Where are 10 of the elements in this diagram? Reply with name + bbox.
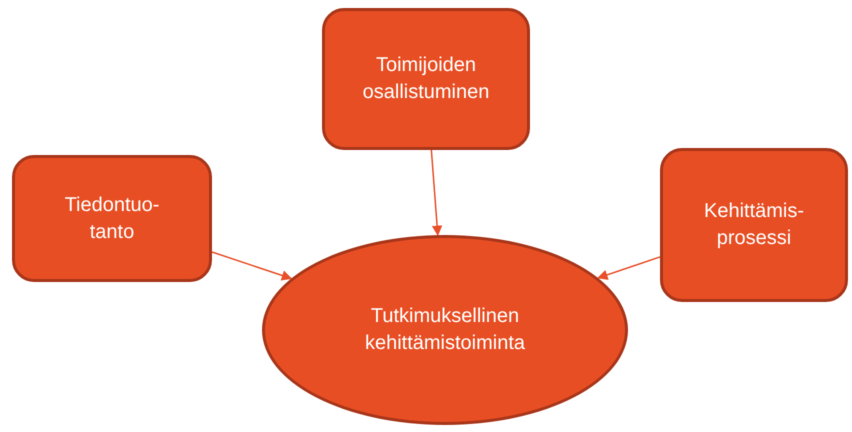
rounded-box <box>660 148 848 302</box>
rounded-box <box>322 8 530 150</box>
arrow <box>430 150 442 236</box>
node-label: Toimijoiden osallistuminen <box>362 53 490 105</box>
node-label: Tutkimuksellinen kehittämistoiminta <box>364 304 526 356</box>
node-label: Tiedontuo- tanto <box>64 192 160 244</box>
node-label: Kehittämis- prosessi <box>702 199 806 251</box>
rounded-box <box>12 155 212 282</box>
arrow <box>597 256 660 280</box>
arrow <box>212 251 292 280</box>
